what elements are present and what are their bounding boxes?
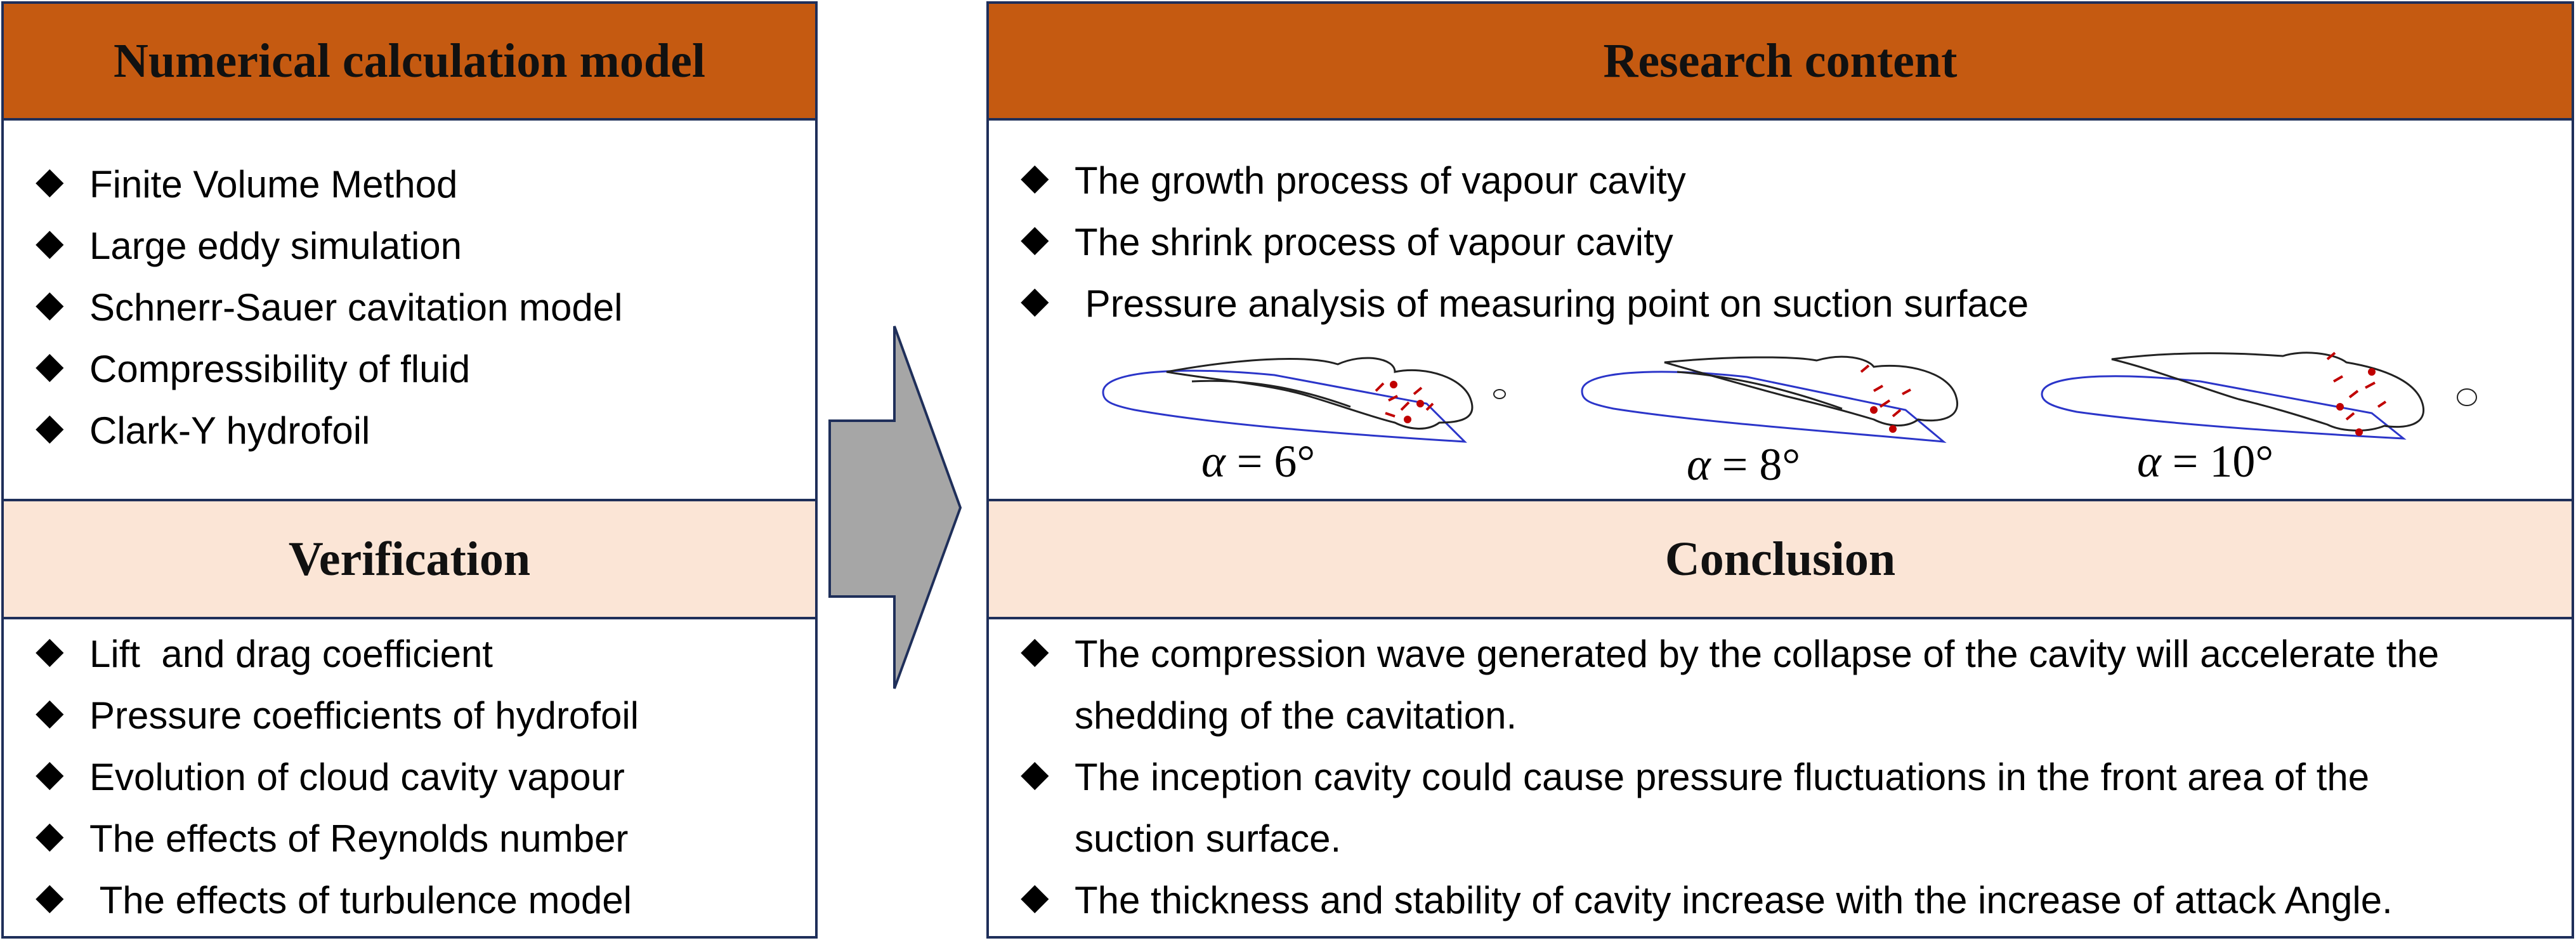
list-item: ◆Finite Volume Method [36,160,458,206]
list-item: ◆Evolution of cloud cavity vapour [36,753,625,799]
list-item: ◆Large eddy simulation [36,221,462,268]
bullet-diamond-icon: ◆ [36,753,64,794]
figure-3-label: α = 10° [2137,436,2274,487]
research-title: Research content [1603,34,1958,88]
flow-arrow-icon [828,326,962,689]
list-item: ◆ Pressure analysis of measuring point o… [1021,279,2029,326]
model-list: ◆Finite Volume Method ◆Large eddy simula… [29,162,622,470]
bullet-diamond-icon: ◆ [36,345,64,386]
hydrofoil-figure-2 [1581,355,1959,443]
list-item-continuation: suction surface. [1075,817,1342,860]
list-item: ◆The compression wave generated by the c… [1021,630,2440,676]
bullet-diamond-icon: ◆ [36,691,64,732]
bullet-diamond-icon: ◆ [1021,156,1049,197]
research-header: Research content [989,4,2572,121]
left-panel: Numerical calculation model ◆Finite Volu… [1,1,818,939]
bullet-diamond-icon: ◆ [1021,630,1049,671]
bullet-diamond-icon: ◆ [1021,279,1049,320]
figure-2-label: α = 8° [1687,439,1801,490]
list-item: ◆The effects of Reynolds number [36,814,629,861]
list-item: ◆The shrink process of vapour cavity [1021,218,1673,264]
model-header: Numerical calculation model [4,4,815,121]
model-title: Numerical calculation model [114,34,705,88]
conclusion-list: ◆The compression wave generated by the c… [1014,632,2439,940]
bullet-diamond-icon: ◆ [36,630,64,671]
verification-title: Verification [288,532,531,586]
bullet-diamond-icon: ◆ [1021,753,1049,794]
bullet-diamond-icon: ◆ [36,283,64,324]
research-list: ◆The growth process of vapour cavity ◆Th… [1014,159,2029,343]
list-item: ◆Compressibility of fluid [36,345,471,391]
hydrofoil-figure-3 [2041,352,2477,440]
list-item: ◆Schnerr-Sauer cavitation model [36,283,623,329]
bullet-diamond-icon: ◆ [1021,876,1049,917]
list-item: ◆Lift and drag coefficient [36,630,493,676]
bullet-diamond-icon: ◆ [1021,218,1049,259]
conclusion-header: Conclusion [989,499,2572,619]
list-item: ◆ The effects of turbulence model [36,876,632,922]
bullet-diamond-icon: ◆ [36,221,64,263]
bullet-diamond-icon: ◆ [36,160,64,201]
list-item: ◆The thickness and stability of cavity i… [1021,876,2393,922]
bullet-diamond-icon: ◆ [36,876,64,917]
list-item: ◆Clark-Y hydrofoil [36,406,370,452]
verification-list: ◆Lift and drag coefficient ◆Pressure coe… [29,632,639,940]
list-item: ◆Pressure coefficients of hydrofoil [36,691,639,737]
bullet-diamond-icon: ◆ [36,814,64,855]
bullet-diamond-icon: ◆ [36,406,64,447]
right-panel: Research content ◆The growth process of … [986,1,2574,939]
list-item: ◆The growth process of vapour cavity [1021,156,1686,202]
hydrofoil-figure-1 [1102,357,1506,443]
list-item: ◆The inception cavity could cause pressu… [1021,753,2370,799]
list-item-continuation: shedding of the cavitation. [1075,694,1517,737]
verification-header: Verification [4,499,815,619]
figure-1-label: α = 6° [1201,436,1316,487]
conclusion-title: Conclusion [1664,532,1896,586]
